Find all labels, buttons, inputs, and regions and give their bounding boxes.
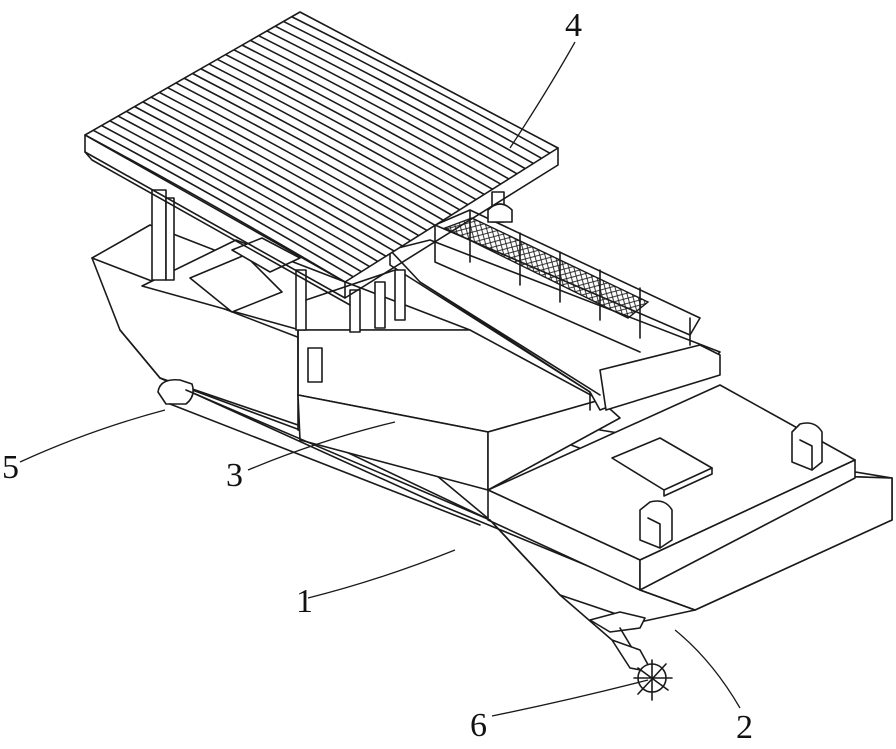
roof-corrugation <box>257 34 518 175</box>
roof-corrugation <box>282 20 543 160</box>
bollard-front <box>639 500 673 549</box>
conveyor <box>297 239 721 491</box>
front-cutter <box>157 378 561 596</box>
roof-corrugation <box>266 30 527 170</box>
label-1: 1 <box>296 583 313 620</box>
propeller-assembly <box>559 594 673 701</box>
roof-corrugation <box>274 25 535 165</box>
roof-corrugation <box>216 58 477 201</box>
roof-corrugation <box>208 63 469 206</box>
roof-corrugation <box>191 72 453 216</box>
roof-corrugation <box>249 39 510 180</box>
roof-corrugation <box>241 44 502 185</box>
screen-railing <box>434 209 701 353</box>
roof-corrugation <box>224 53 486 196</box>
roof-corrugation <box>142 101 404 247</box>
roof-corrugation <box>233 49 494 191</box>
bollard-rear <box>791 422 823 471</box>
roof-corrugation <box>183 77 445 221</box>
leader-2 <box>674 629 741 709</box>
roof-corrugation <box>199 67 461 211</box>
label-2: 2 <box>736 709 753 746</box>
part-labels: 1 2 3 4 5 6 <box>2 7 753 746</box>
stern-deck <box>487 384 856 591</box>
cabin-frame <box>151 189 513 333</box>
roof-corrugation <box>158 91 420 237</box>
label-3: 3 <box>226 457 243 494</box>
bow-hatch <box>189 254 283 313</box>
leader-lines <box>19 41 741 717</box>
roof-corrugation <box>92 129 354 278</box>
roof <box>84 11 559 306</box>
roof-corrugation <box>133 105 395 252</box>
leader-4 <box>509 41 576 149</box>
label-5: 5 <box>2 449 19 486</box>
label-6: 6 <box>470 707 487 744</box>
roof-corrugation <box>85 134 346 282</box>
roof-corrugation <box>100 124 363 273</box>
roof-corrugation <box>117 115 379 263</box>
roof-corrugation <box>290 15 551 154</box>
roof-corrugation <box>166 86 428 232</box>
leader-6 <box>491 679 649 717</box>
roof-corrugation <box>175 82 436 227</box>
roof-corrugation <box>109 120 371 268</box>
leader-3 <box>247 421 396 471</box>
roof-corrugation <box>125 110 387 258</box>
leader-5 <box>19 409 166 463</box>
roof-corrugation <box>150 96 412 242</box>
label-4: 4 <box>565 7 582 44</box>
leader-1 <box>307 549 456 599</box>
